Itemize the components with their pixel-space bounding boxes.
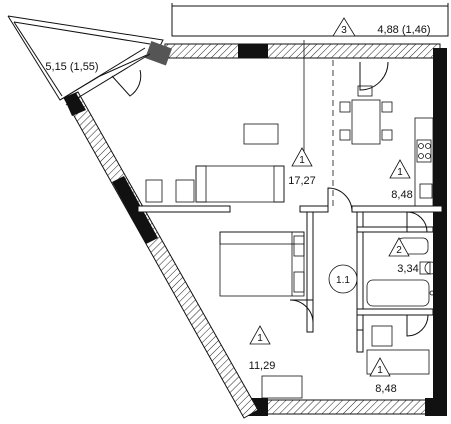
dining-table [351, 99, 381, 145]
zone-lines [303, 40, 334, 210]
balcony-top-marker: 3 [341, 25, 347, 36]
coffee-table [243, 123, 279, 145]
room-hall-lower-label: 1 8,48 [369, 357, 397, 395]
balcony-top-label: 3 4,88 (1,46) [332, 17, 431, 37]
interior-walls [137, 205, 443, 353]
bed [219, 231, 305, 297]
doors [111, 61, 429, 337]
balcony-outlines [7, 3, 449, 101]
room-hall-lower-area: 8,48 [375, 383, 396, 395]
furniture [145, 85, 438, 399]
room-hall-lower-marker: 1 [377, 365, 383, 376]
balcony-top-area: 4,88 (1,46) [377, 24, 430, 36]
balcony-left-label: 5,15 (1,55) [45, 61, 98, 73]
exterior-walls [59, 41, 447, 419]
room-kitchen-marker: 1 [397, 167, 403, 178]
room-kitchen-area: 8,48 [391, 189, 412, 201]
room-bathroom-area: 3,34 [397, 263, 418, 275]
room-bedroom-label: 1 11,29 [249, 325, 276, 372]
room-living-marker: 1 [299, 155, 305, 166]
sofa [195, 165, 285, 203]
room-bathroom-marker: 2 [396, 245, 402, 256]
room-living-label: 1 17,27 [288, 147, 316, 187]
room-bathroom-label: 2 3,34 [388, 237, 419, 275]
bathtub [366, 279, 430, 307]
kitchen-counter [414, 117, 434, 207]
room-kitchen-label: 1 8,48 [389, 159, 413, 201]
room-hall-label: 1.1 [328, 264, 358, 294]
room-bedroom-marker: 1 [257, 333, 263, 344]
balcony-left-area: 5,15 (1,55) [45, 61, 98, 73]
room-hall-marker: 1.1 [336, 275, 350, 286]
room-living-area: 17,27 [288, 175, 316, 187]
room-bedroom-area: 11,29 [249, 360, 276, 372]
